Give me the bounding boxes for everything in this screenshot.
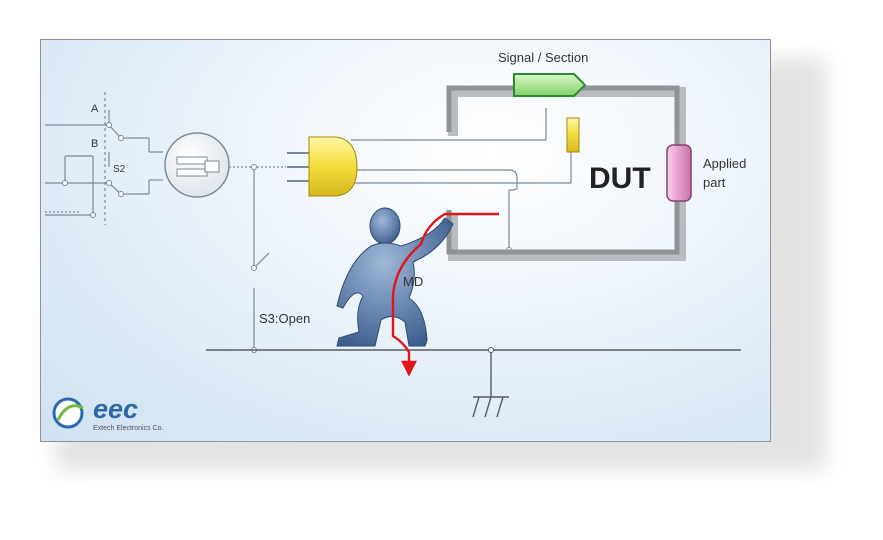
- eec-logo-company: Extech Electronics Co.: [93, 425, 163, 432]
- switch-s3-label: S3:Open: [259, 311, 310, 326]
- power-plug: [287, 136, 358, 197]
- dut-label: DUT: [589, 162, 651, 195]
- applied-part-line2: part: [703, 175, 726, 190]
- diagram-panel: A B S2 S: [40, 39, 771, 442]
- main-wires: [229, 108, 572, 350]
- switch-b-label: B: [91, 138, 98, 150]
- switch-s2-label: S2: [113, 164, 126, 175]
- applied-part-icon: [666, 144, 692, 202]
- md-label: MD: [403, 274, 423, 289]
- person-icon: [336, 207, 454, 347]
- earth-ground-icon: [472, 350, 509, 418]
- eec-logo-brand: eec: [93, 394, 138, 424]
- applied-part-line1: Applied: [703, 156, 746, 171]
- circuit-diagram: A B S2 S: [45, 50, 746, 432]
- signal-section-label: Signal / Section: [498, 50, 588, 65]
- eec-logo: eec Extech Electronics Co.: [52, 394, 163, 432]
- resistor-icon: [566, 117, 580, 153]
- signal-section-connector: [513, 73, 587, 97]
- power-outlet: [164, 132, 230, 198]
- supply-lines: [45, 92, 163, 225]
- eec-logo-icon: [52, 397, 84, 429]
- leakage-current-path: [391, 212, 499, 377]
- switch-a-label: A: [91, 103, 99, 115]
- switch-contacts: [62, 122, 124, 218]
